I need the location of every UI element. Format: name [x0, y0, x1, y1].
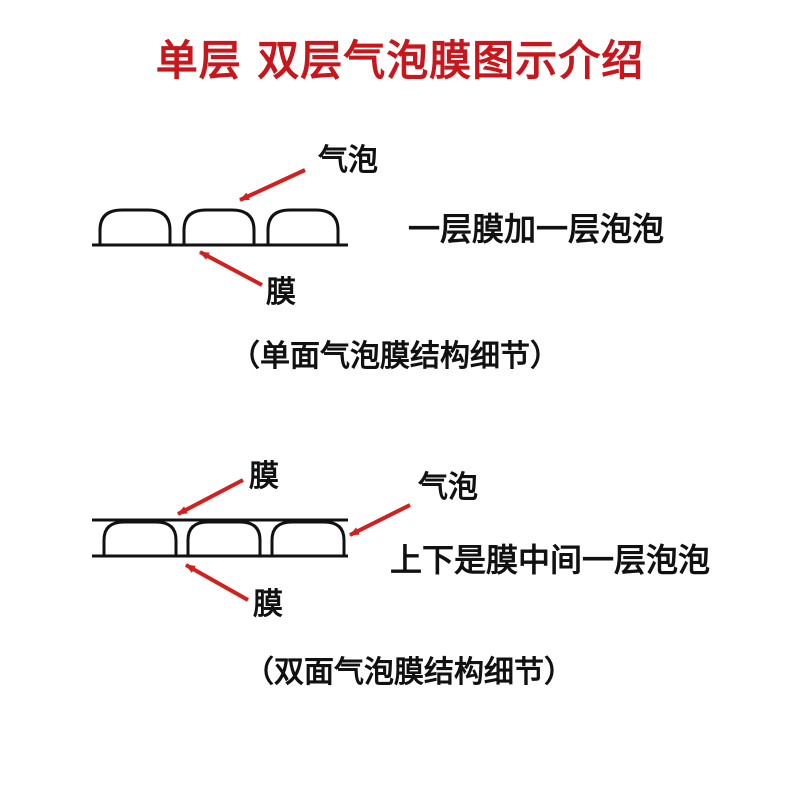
double-bottom-film-arrow	[185, 563, 249, 602]
single-layer-structure	[92, 208, 348, 247]
single-bubble-arrow	[239, 168, 306, 202]
single-film-arrow	[199, 250, 263, 287]
double-bubble-label: 气泡	[418, 470, 478, 505]
double-bubble-arrow	[349, 503, 411, 537]
double-bubble-1	[102, 520, 178, 556]
double-layer-caption: （双面气泡膜结构细节）	[244, 655, 574, 690]
single-layer-description: 一层膜加一层泡泡	[408, 210, 665, 248]
double-bubble-2	[186, 520, 262, 556]
double-top-film-label: 膜	[249, 459, 279, 494]
double-bottom-film-label: 膜	[253, 587, 283, 622]
single-bubble-label: 气泡	[318, 143, 378, 178]
single-layer-caption: （单面气泡膜结构细节）	[230, 339, 560, 374]
double-top-film-arrow	[177, 478, 244, 516]
single-bubble-2	[182, 208, 256, 245]
double-bubble-3	[270, 520, 346, 556]
single-bubble-1	[98, 208, 172, 245]
single-film-label: 膜	[266, 275, 296, 310]
double-layer-description: 上下是膜中间一层泡泡	[390, 541, 711, 579]
double-layer-structure	[92, 518, 348, 558]
single-bubble-3	[266, 208, 340, 245]
page-title: 单层 双层气泡膜图示介绍	[155, 36, 645, 85]
